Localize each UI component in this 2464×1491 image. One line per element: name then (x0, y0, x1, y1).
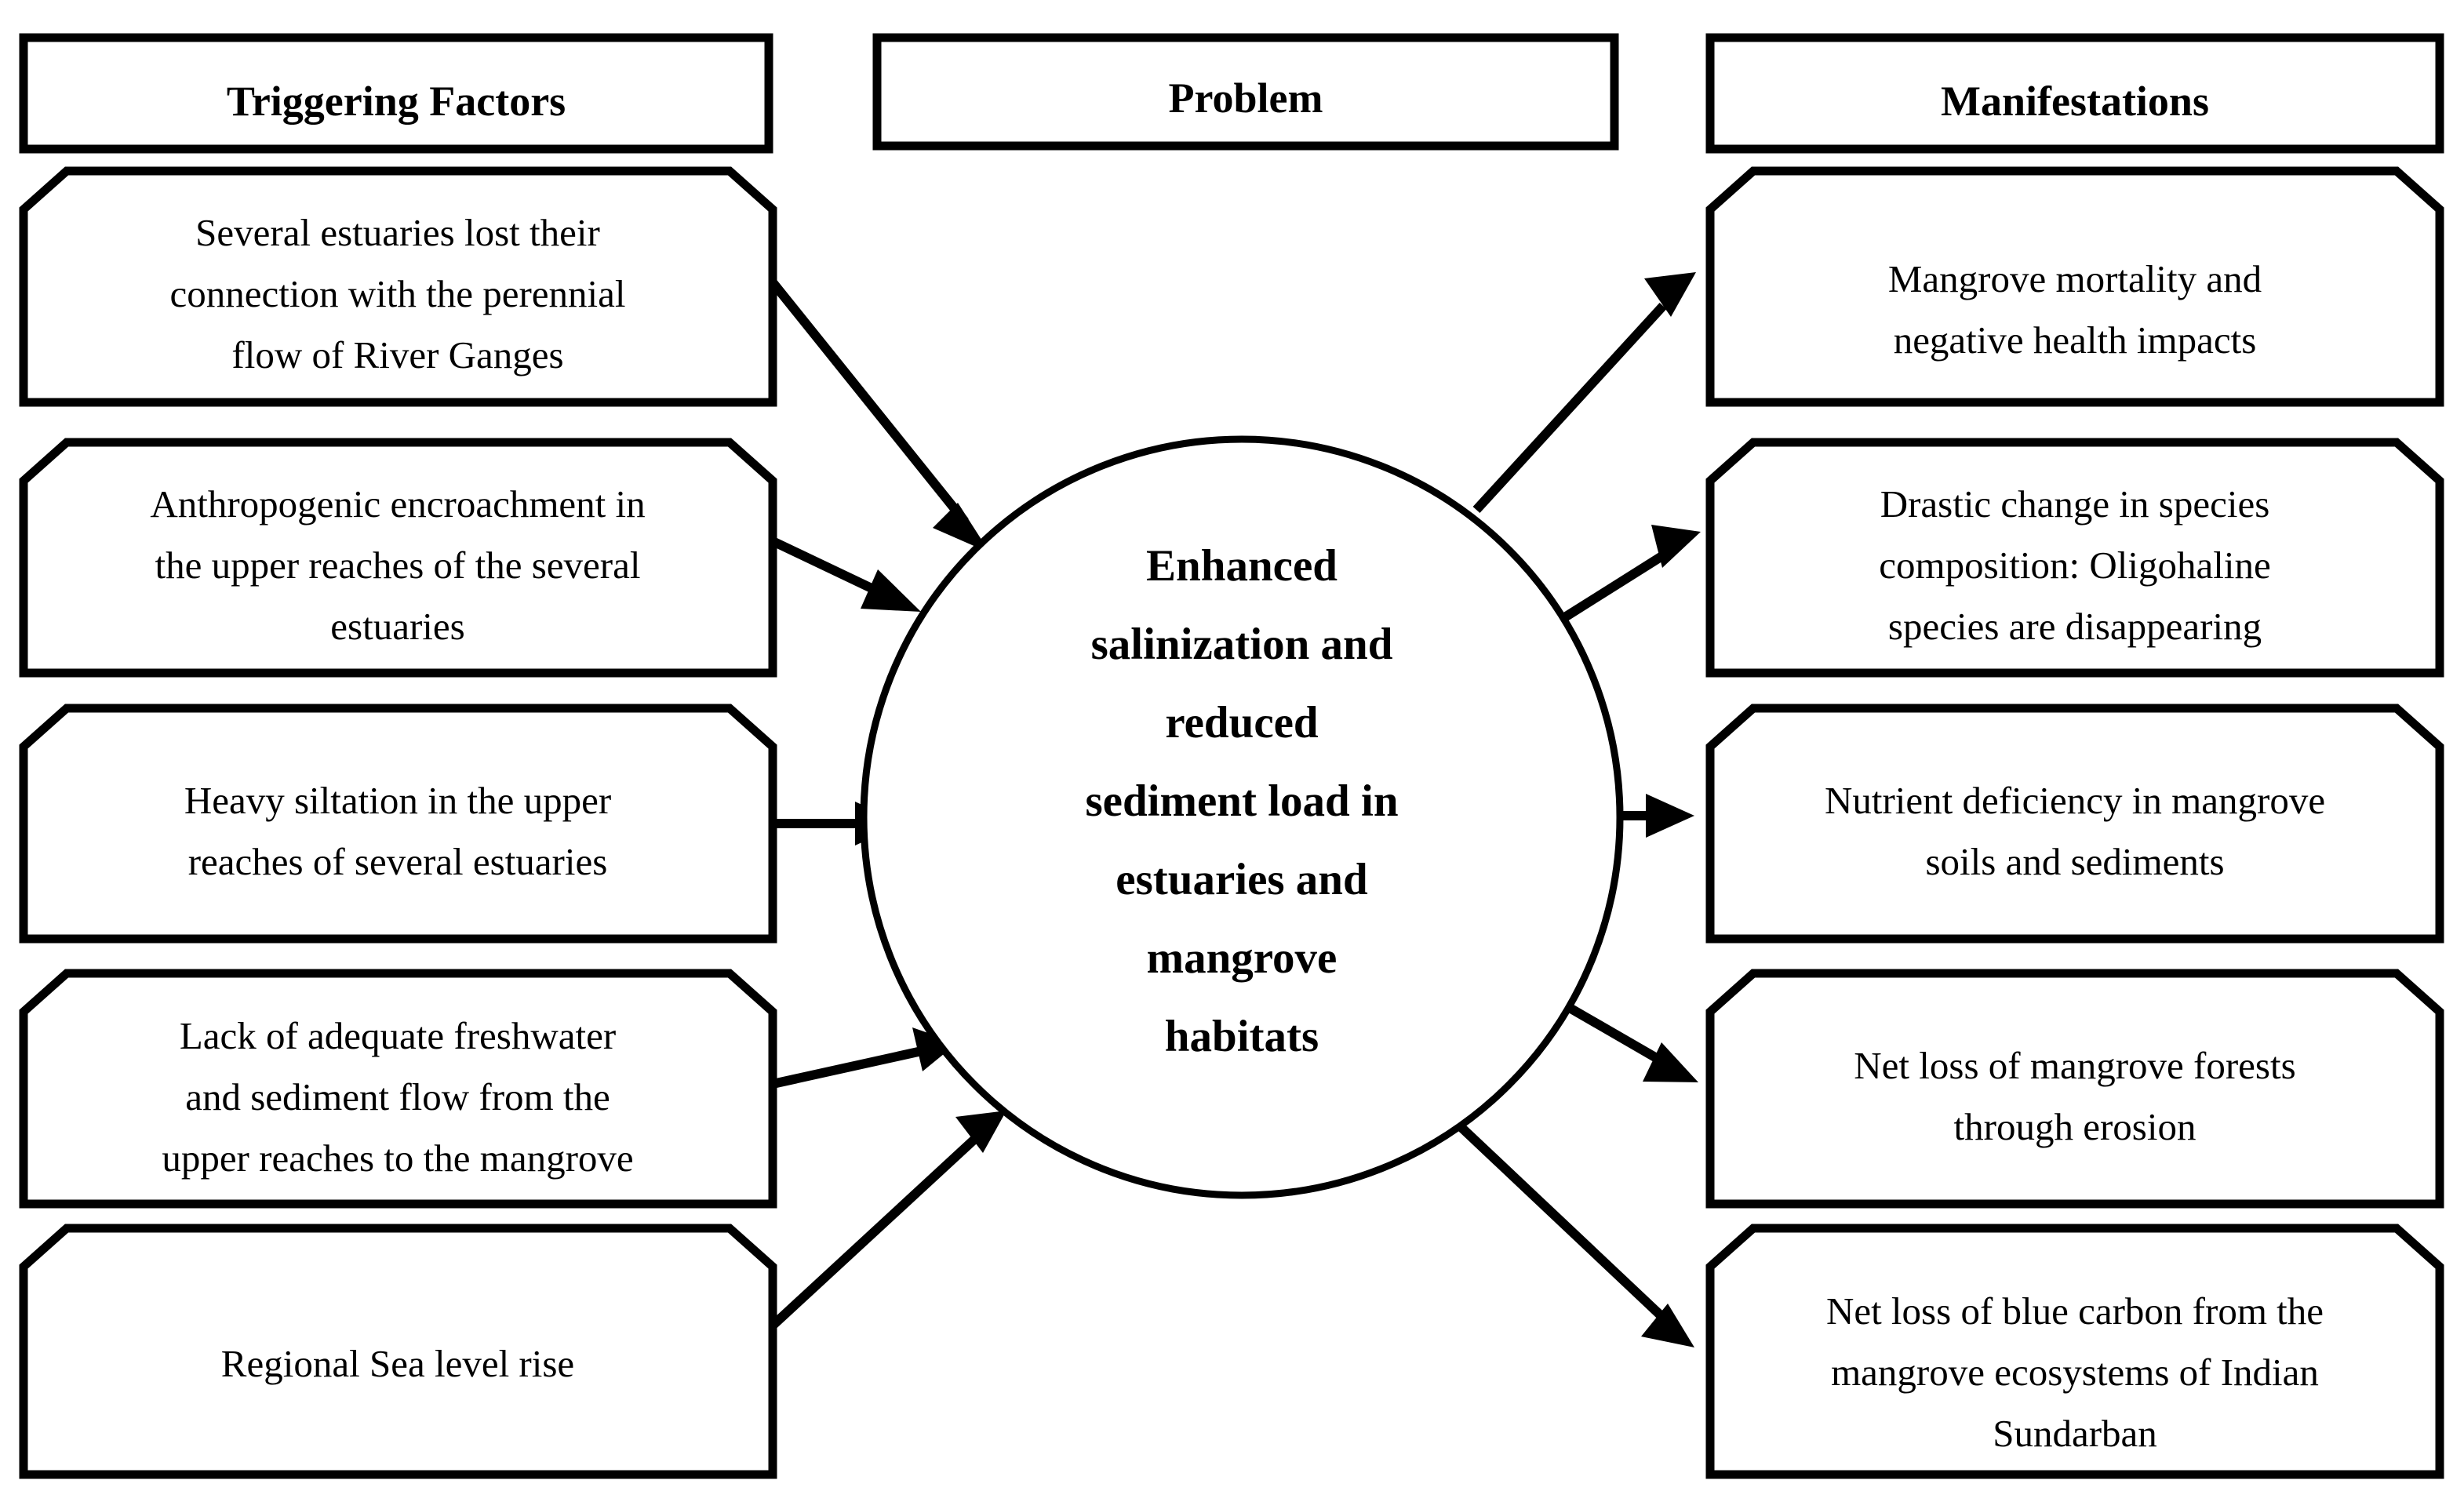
header-triggering-factors-label: Triggering Factors (227, 78, 566, 125)
left-box-4[interactable]: Lack of adequate freshwater and sediment… (19, 969, 777, 1209)
left-box-5-line-1: Regional Sea level rise (221, 1342, 574, 1385)
arrow-in-1 (769, 279, 990, 553)
right-box-5-line-1: Net loss of blue carbon from the (1826, 1289, 2324, 1333)
left-box-1-line-3: flow of River Ganges (231, 333, 563, 376)
right-box-2[interactable]: Drastic change in species composition: O… (1705, 438, 2444, 678)
left-box-4-line-3: upper reaches to the mangrove (162, 1136, 633, 1180)
right-box-3-line-2: soils and sediments (1925, 840, 2224, 883)
arrow-in-2 (770, 536, 921, 612)
center-line-2: salinization and (1091, 620, 1393, 669)
left-box-4-line-2: and sediment flow from the (185, 1075, 610, 1118)
header-problem: Problem (872, 33, 1619, 151)
left-box-2-line-1: Anthropogenic encroachment in (150, 482, 645, 525)
left-box-3-line-1: Heavy siltation in the upper (184, 779, 611, 822)
left-box-2[interactable]: Anthropogenic encroachment in the upper … (19, 438, 777, 678)
right-box-2-line-3: species are disappearing (1888, 605, 2262, 648)
header-problem-label: Problem (1169, 75, 1323, 122)
header-manifestations: Manifestations (1705, 33, 2444, 154)
left-box-1-line-1: Several estuaries lost their (195, 211, 600, 254)
center-line-5: estuaries and (1116, 855, 1368, 904)
center-line-7: habitats (1165, 1012, 1319, 1061)
right-box-2-line-2: composition: Oligohaline (1879, 544, 2270, 587)
right-box-4-line-1: Net loss of mangrove forests (1854, 1044, 2295, 1087)
right-box-5[interactable]: Net loss of blue carbon from the mangrov… (1705, 1224, 2444, 1479)
right-box-2-line-1: Drastic change in species (1880, 482, 2270, 525)
arrow-out-2 (1558, 525, 1701, 624)
right-box-1[interactable]: Mangrove mortality and negative health i… (1705, 166, 2444, 407)
right-box-1-line-1: Mangrove mortality and (1888, 257, 2262, 300)
left-box-5[interactable]: Regional Sea level rise (19, 1224, 777, 1479)
left-box-1-line-2: connection with the perennial (170, 272, 626, 315)
left-box-2-line-3: estuaries (330, 605, 464, 648)
arrow-in-5 (769, 1111, 1006, 1329)
left-box-1[interactable]: Several estuaries lost their connection … (19, 166, 777, 407)
left-box-3[interactable]: Heavy siltation in the upper reaches of … (19, 704, 777, 944)
arrow-out-1 (1472, 272, 1696, 514)
arrow-in-4 (771, 1027, 957, 1089)
right-box-3[interactable]: Nutrient deficiency in mangrove soils an… (1705, 704, 2444, 944)
center-line-3: reduced (1165, 698, 1319, 747)
left-box-3-line-2: reaches of several estuaries (188, 840, 608, 883)
right-box-5-line-2: mangrove ecosystems of Indian (1831, 1351, 2319, 1394)
center-line-4: sediment load in (1085, 776, 1398, 826)
right-box-3-line-1: Nutrient deficiency in mangrove (1825, 779, 2325, 822)
central-problem-node[interactable]: Enhanced salinization and reduced sedime… (860, 435, 1624, 1199)
center-line-6: mangrove (1147, 933, 1338, 983)
header-triggering-factors: Triggering Factors (19, 33, 773, 154)
right-box-5-line-3: Sundarban (1993, 1412, 2157, 1455)
left-box-2-line-2: the upper reaches of the several (155, 544, 641, 587)
right-box-1-line-2: negative health impacts (1894, 318, 2257, 362)
header-manifestations-label: Manifestations (1941, 78, 2209, 125)
left-box-4-line-1: Lack of adequate freshwater (180, 1014, 616, 1057)
right-box-4-line-2: through erosion (1954, 1105, 2196, 1148)
arrow-out-5 (1451, 1118, 1694, 1347)
center-line-1: Enhanced (1146, 541, 1338, 591)
right-box-4[interactable]: Net loss of mangrove forests through ero… (1705, 969, 2444, 1209)
